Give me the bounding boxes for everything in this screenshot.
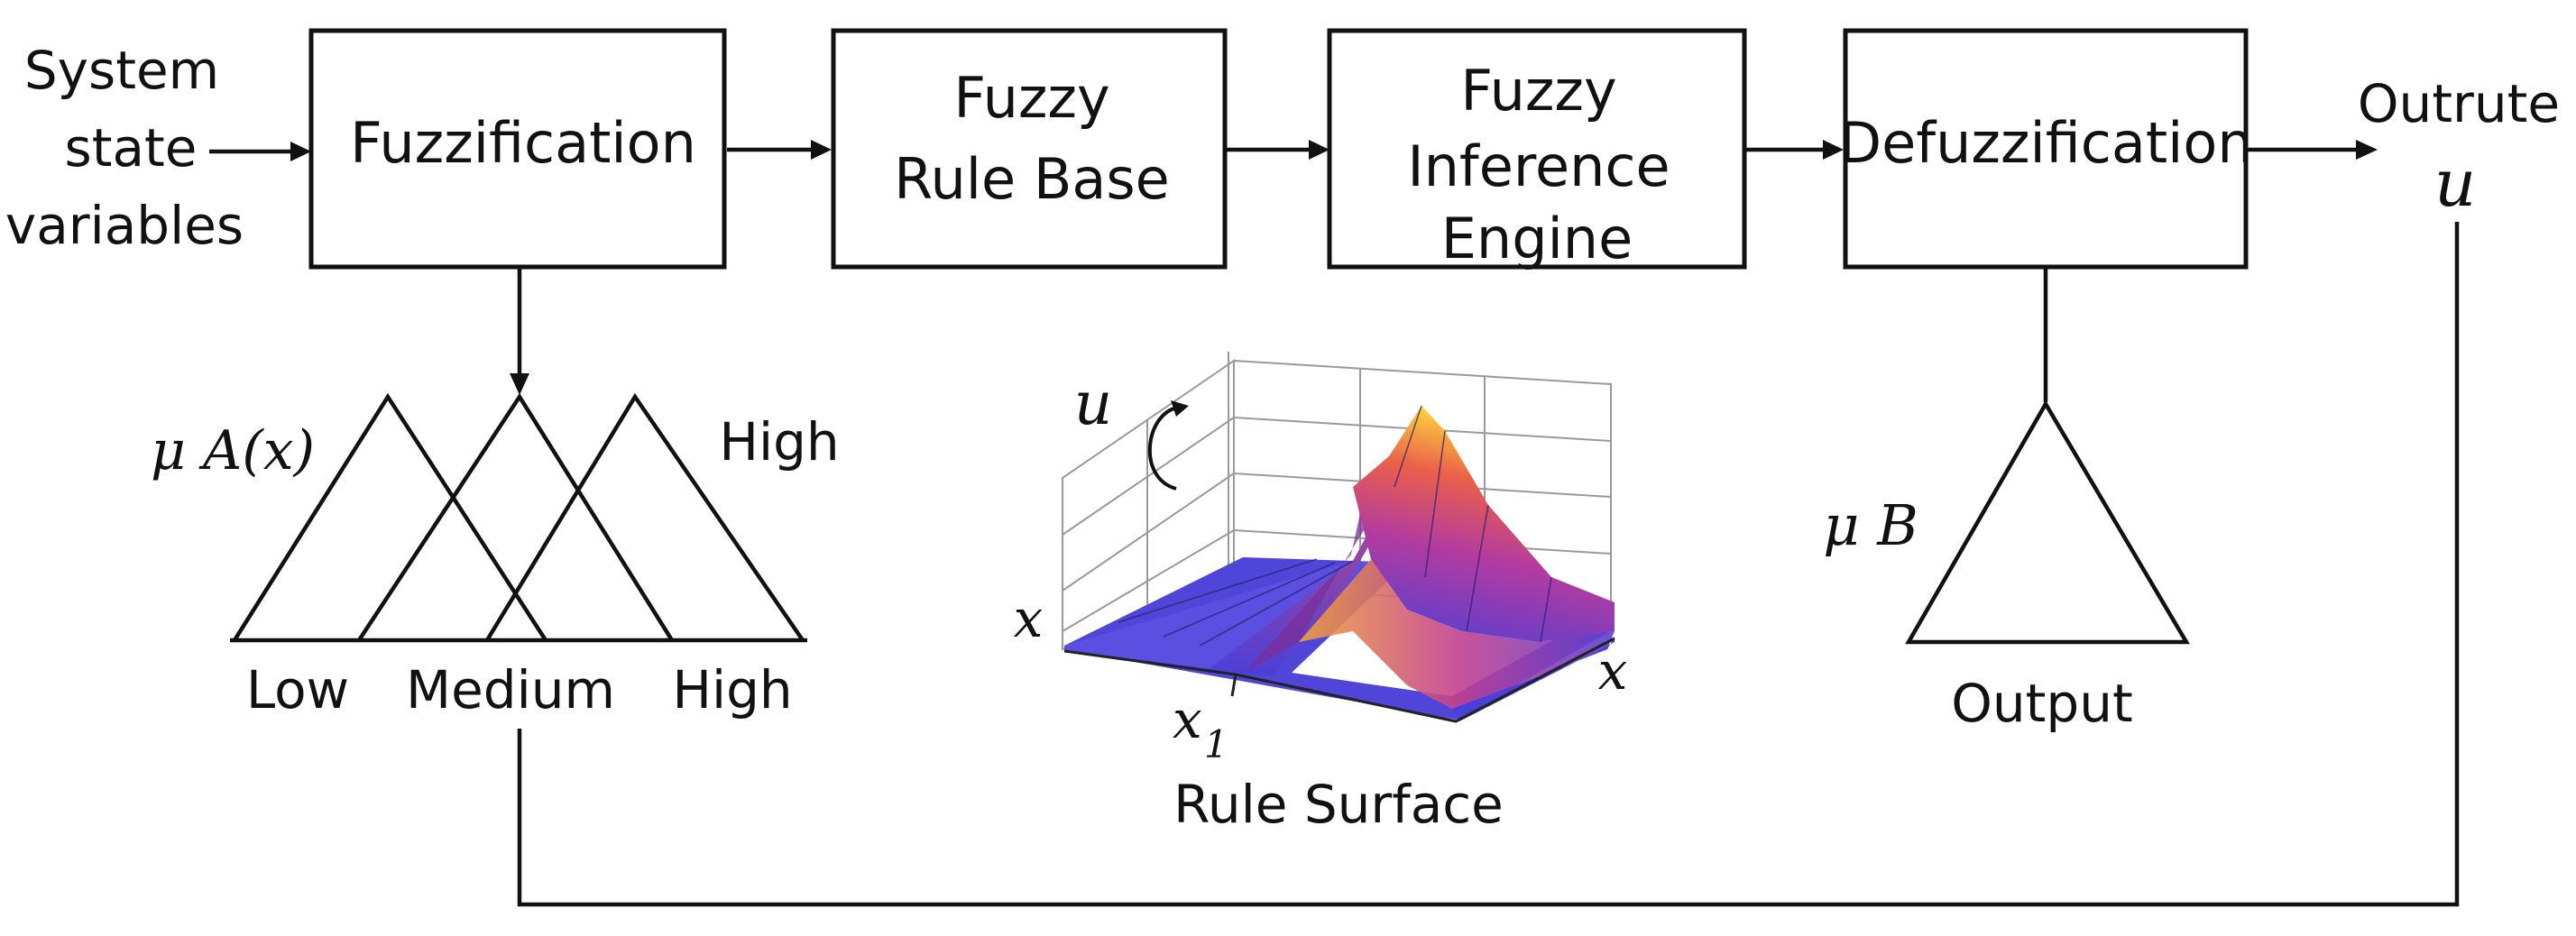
defuzz-output-text: Output	[1951, 673, 2132, 734]
rule-surface-ridge-shadow	[1245, 478, 1396, 673]
flow-arrows	[209, 140, 2378, 161]
block-rule-base-line-2: Rule Base	[894, 146, 1170, 212]
fuzzification-to-membership-arrow	[510, 267, 529, 395]
rule-surface-base	[1064, 561, 1398, 673]
mf-function-label: μ A(x)	[151, 419, 315, 482]
block-fuzzy-inference-engine: Fuzzy Inference Engine	[1327, 28, 1747, 271]
arrowhead-down	[510, 373, 529, 395]
rule-surface-title: Rule Surface	[1173, 774, 1504, 835]
output-symbol: u	[2434, 145, 2476, 221]
block-defuzzification-box	[1843, 28, 2249, 270]
rule-surface-plot: u x x x 1 Rule Surface	[1014, 352, 1628, 835]
block-fuzzification-label: Fuzzification	[350, 110, 696, 176]
rule-surface-x-right-label: x	[1598, 640, 1628, 702]
rule-surface-mesh	[1118, 405, 1552, 647]
arrowhead-1	[290, 142, 311, 161]
rule-surface-x1-subscript: 1	[1204, 722, 1228, 766]
block-fuzzification-box	[308, 28, 727, 270]
block-inference-box	[1327, 28, 1747, 270]
rule-surface-ridge-front-blue	[1452, 637, 1615, 721]
feedback-line	[517, 222, 2460, 907]
input-label-line-1: System	[24, 40, 219, 101]
mf-label-medium: Medium	[406, 659, 615, 720]
rule-surface-ridge-peak	[1353, 406, 1615, 642]
rule-surface-ridge-left-face	[1209, 444, 1425, 676]
arrowhead-2	[811, 140, 832, 160]
mf-medium	[357, 392, 674, 642]
block-inference-line-2: Inference	[1407, 133, 1670, 199]
block-defuzzification: Defuzzification	[1838, 28, 2253, 270]
defuzz-output-set: μ B Output	[1823, 267, 2190, 734]
rule-surface-floor	[1064, 557, 1615, 720]
arrowhead-5	[2356, 140, 2378, 160]
mf-label-high: High	[672, 659, 792, 720]
input-label-line-2: state	[65, 117, 198, 179]
rule-surface-x1-tick	[1230, 674, 1237, 697]
arrowhead-4	[1823, 140, 1844, 160]
defuzz-mu-label: μ B	[1823, 492, 1918, 558]
block-rule-base-box	[831, 28, 1228, 270]
block-defuzzification-label: Defuzzification	[1838, 110, 2252, 176]
arrowhead-3	[1309, 140, 1329, 160]
input-label: System state variables	[5, 40, 244, 256]
block-fuzzification: Fuzzification	[308, 28, 727, 270]
rule-surface-ridge-front	[1299, 559, 1615, 709]
block-inference-line-1: Fuzzy	[1460, 58, 1616, 124]
mf-label-low: Low	[246, 659, 349, 720]
input-label-line-3: variables	[5, 195, 244, 256]
membership-functions: μ A(x) High Low Medium High	[151, 392, 840, 720]
rule-surface-rotation-arrow	[1147, 406, 1179, 491]
output-label: Outrute	[2358, 73, 2560, 134]
rule-surface-x1-label: x	[1173, 689, 1202, 750]
block-rule-base-line-1: Fuzzy	[953, 65, 1109, 131]
block-fuzzy-rule-base: Fuzzy Rule Base	[831, 28, 1228, 270]
defuzz-output-triangle	[1905, 399, 2190, 645]
rule-surface-u-label: u	[1074, 369, 1113, 438]
mf-low	[233, 392, 547, 642]
rule-surface-edge	[1063, 637, 1615, 723]
rule-surface-x-left-label: x	[1014, 588, 1044, 649]
block-inference-line-3: Engine	[1441, 206, 1633, 271]
mf-high	[485, 392, 805, 642]
output-label-group: Outrute u	[2358, 73, 2560, 221]
mf-high-top-label: High	[719, 411, 839, 473]
feedback-loop	[517, 222, 2460, 907]
rule-surface-rotation-arrowhead	[1171, 400, 1189, 417]
